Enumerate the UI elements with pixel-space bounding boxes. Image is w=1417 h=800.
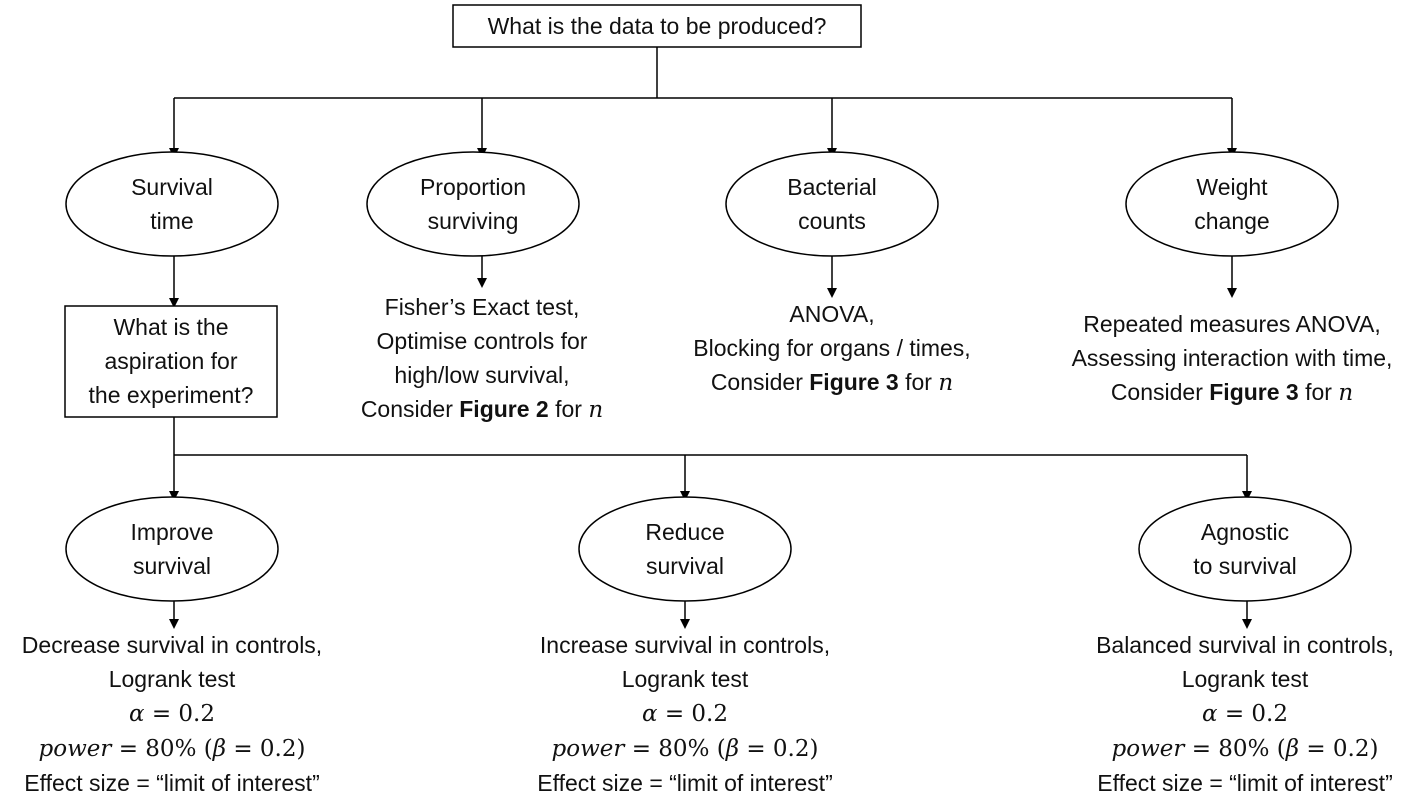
root-question-label: What is the data to be produced? bbox=[487, 12, 827, 39]
improve-outcome-block: Decrease survival in controls, Logrank t… bbox=[0, 628, 344, 800]
survival-time-label: Survival time bbox=[72, 170, 272, 238]
weight-change-line2: change bbox=[1194, 208, 1270, 234]
outcome-controls: Balanced survival in controls, bbox=[1096, 632, 1394, 658]
bacterial-note-line2: Blocking for organs / times, bbox=[693, 335, 971, 361]
weight-change-label: Weight change bbox=[1132, 170, 1332, 238]
outcome-effect-size: Effect size = “limit of interest” bbox=[24, 770, 320, 796]
beta-symbol: β bbox=[1285, 736, 1300, 762]
weight-change-line1: Weight bbox=[1196, 174, 1268, 200]
proportion-surviving-ellipse bbox=[366, 151, 580, 257]
agnostic-survival-line2: to survival bbox=[1193, 553, 1297, 579]
aspiration-connectors bbox=[169, 417, 1252, 501]
bacterial-counts-label: Bacterial counts bbox=[732, 170, 932, 238]
figure-2-reference: Figure 2 bbox=[459, 396, 549, 422]
outcome-controls: Increase survival in controls, bbox=[539, 632, 831, 658]
weight-analysis-note: Repeated measures ANOVA, Assessing inter… bbox=[1047, 307, 1417, 410]
beta-value: = 0.2) bbox=[1299, 736, 1379, 762]
bacterial-note-line3: Consider Figure 3 for n bbox=[662, 365, 1002, 400]
reduce-survival-line1: Reduce bbox=[645, 519, 725, 545]
data-type-arrows bbox=[169, 256, 1237, 308]
outcome-alpha: α = 0.2 bbox=[1073, 696, 1417, 731]
root-question: What is the data to be produced? bbox=[453, 5, 861, 47]
reduce-survival-label: Reduce survival bbox=[585, 515, 785, 583]
proportion-surviving-line2: surviving bbox=[427, 208, 519, 234]
outcome-arrows bbox=[169, 601, 1252, 629]
power-value: = 80% ( bbox=[624, 736, 726, 762]
proportion-analysis-note: Fisher’s Exact test, Optimise controls f… bbox=[322, 290, 642, 427]
bacterial-analysis-note: ANOVA, Blocking for organs / times, Cons… bbox=[662, 297, 1002, 400]
beta-symbol: β bbox=[212, 736, 227, 762]
proportion-note-consider: Consider bbox=[360, 396, 460, 422]
weight-note-consider: Consider bbox=[1110, 379, 1210, 405]
outcome-effect-size: Effect size = “limit of interest” bbox=[1097, 770, 1393, 796]
power-word: power bbox=[551, 736, 625, 762]
aspiration-question-box bbox=[64, 305, 278, 418]
beta-value: = 0.2) bbox=[739, 736, 819, 762]
bacterial-note-for: for bbox=[898, 369, 939, 395]
improve-survival-line2: survival bbox=[133, 553, 211, 579]
figure-3-reference: Figure 3 bbox=[1209, 379, 1299, 405]
power-value: = 80% ( bbox=[1184, 736, 1286, 762]
aspiration-line3: the experiment? bbox=[88, 382, 254, 408]
proportion-surviving-label: Proportion surviving bbox=[373, 170, 573, 238]
sample-size-variable: n bbox=[938, 370, 954, 396]
improve-survival-ellipse bbox=[65, 496, 279, 602]
sample-size-variable: n bbox=[588, 397, 604, 423]
reduce-outcome-block: Increase survival in controls, Logrank t… bbox=[513, 628, 857, 800]
outcome-controls: Decrease survival in controls, bbox=[21, 632, 323, 658]
survival-time-ellipse bbox=[65, 151, 279, 257]
alpha-symbol: α bbox=[641, 701, 658, 727]
reduce-survival-line2: survival bbox=[646, 553, 724, 579]
improve-survival-label: Improve survival bbox=[72, 515, 272, 583]
bacterial-counts-line1: Bacterial bbox=[787, 174, 877, 200]
alpha-symbol: α bbox=[1201, 701, 1218, 727]
outcome-effect-size: Effect size = “limit of interest” bbox=[537, 770, 833, 796]
outcome-test: Logrank test bbox=[1181, 666, 1309, 692]
improve-survival-line1: Improve bbox=[130, 519, 214, 545]
outcome-alpha: α = 0.2 bbox=[0, 696, 344, 731]
sample-size-variable: n bbox=[1338, 380, 1354, 406]
agnostic-survival-line1: Agnostic bbox=[1200, 519, 1290, 545]
power-value: = 80% ( bbox=[111, 736, 213, 762]
proportion-note-line2: Optimise controls for bbox=[376, 328, 588, 354]
root-connectors bbox=[169, 47, 1237, 158]
figure-3-reference: Figure 3 bbox=[809, 369, 899, 395]
power-word: power bbox=[38, 736, 112, 762]
root-question-box bbox=[452, 4, 862, 48]
alpha-symbol: α bbox=[128, 701, 145, 727]
weight-note-line2: Assessing interaction with time, bbox=[1071, 345, 1393, 371]
outcome-test: Logrank test bbox=[621, 666, 749, 692]
bacterial-note-consider: Consider bbox=[710, 369, 810, 395]
outcome-test: Logrank test bbox=[108, 666, 236, 692]
power-word: power bbox=[1111, 736, 1185, 762]
proportion-surviving-line1: Proportion bbox=[419, 174, 527, 200]
outcome-alpha: α = 0.2 bbox=[513, 696, 857, 731]
agnostic-survival-label: Agnostic to survival bbox=[1145, 515, 1345, 583]
weight-note-line3: Consider Figure 3 for n bbox=[1047, 375, 1417, 410]
proportion-note-line3: high/low survival, bbox=[394, 362, 570, 388]
proportion-note-line4: Consider Figure 2 for n bbox=[322, 392, 642, 427]
outcome-power: power = 80% (β = 0.2) bbox=[513, 731, 857, 766]
bacterial-counts-line2: counts bbox=[798, 208, 866, 234]
aspiration-line2: aspiration for bbox=[104, 348, 238, 374]
survival-time-line1: Survival bbox=[131, 174, 213, 200]
beta-symbol: β bbox=[725, 736, 740, 762]
aspiration-question: What is the aspiration for the experimen… bbox=[65, 310, 277, 412]
proportion-note-for: for bbox=[548, 396, 589, 422]
weight-note-line1: Repeated measures ANOVA, bbox=[1083, 311, 1381, 337]
agnostic-outcome-block: Balanced survival in controls, Logrank t… bbox=[1073, 628, 1417, 800]
alpha-value: = 0.2 bbox=[657, 701, 729, 727]
aspiration-line1: What is the bbox=[113, 314, 229, 340]
alpha-value: = 0.2 bbox=[144, 701, 216, 727]
proportion-note-line1: Fisher’s Exact test, bbox=[384, 294, 580, 320]
outcome-power: power = 80% (β = 0.2) bbox=[0, 731, 344, 766]
alpha-value: = 0.2 bbox=[1217, 701, 1289, 727]
beta-value: = 0.2) bbox=[226, 736, 306, 762]
outcome-power: power = 80% (β = 0.2) bbox=[1073, 731, 1417, 766]
weight-note-for: for bbox=[1298, 379, 1339, 405]
survival-time-line2: time bbox=[150, 208, 194, 234]
agnostic-survival-ellipse bbox=[1138, 496, 1352, 602]
bacterial-note-line1: ANOVA, bbox=[789, 301, 875, 327]
